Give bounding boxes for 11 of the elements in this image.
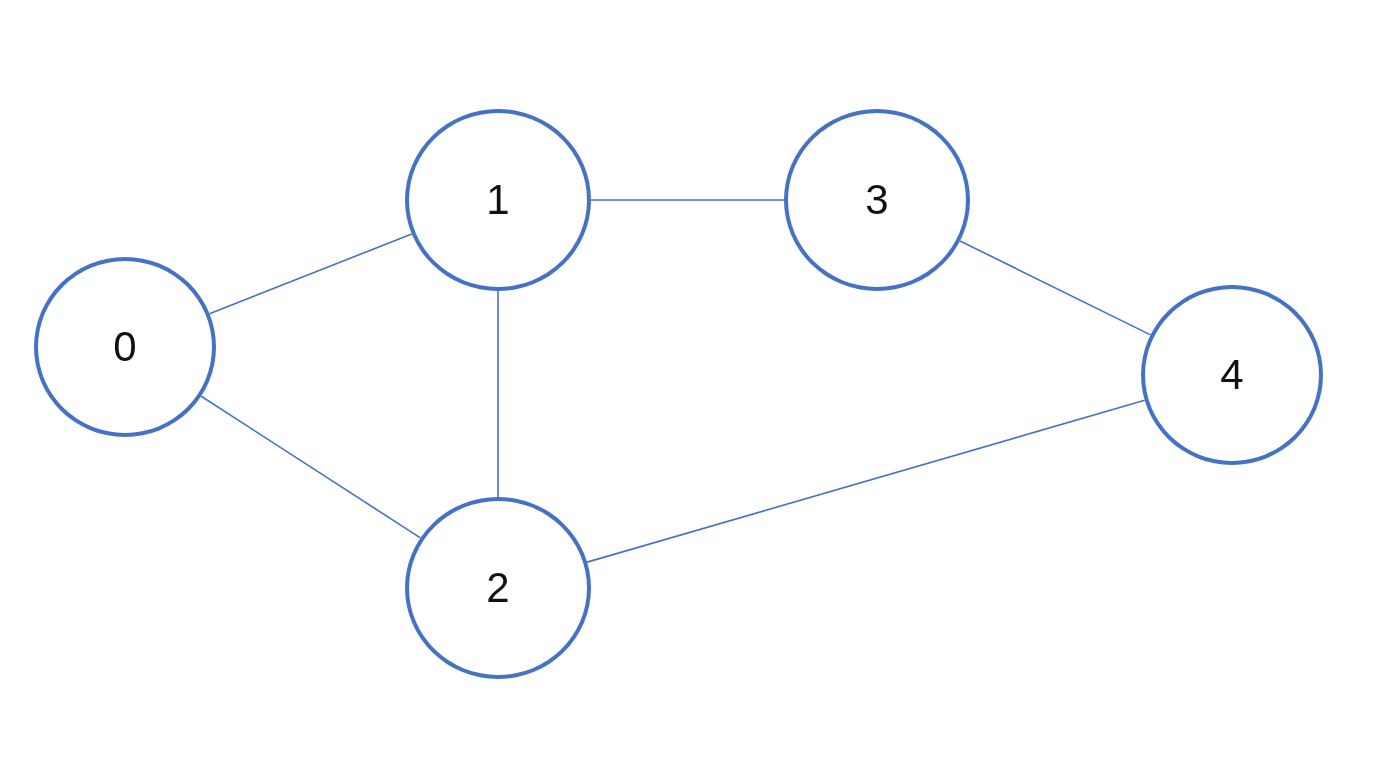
edge-line <box>959 240 1152 336</box>
node-label: 0 <box>113 326 137 368</box>
edge-line <box>497 290 499 498</box>
edge-line <box>200 395 422 539</box>
node-label: 2 <box>486 567 510 609</box>
node-label: 1 <box>486 179 510 221</box>
edge-line <box>208 233 413 315</box>
node-label: 4 <box>1220 354 1244 396</box>
edge-line <box>586 399 1146 563</box>
edge-line <box>590 199 785 201</box>
node-label: 3 <box>865 179 889 221</box>
